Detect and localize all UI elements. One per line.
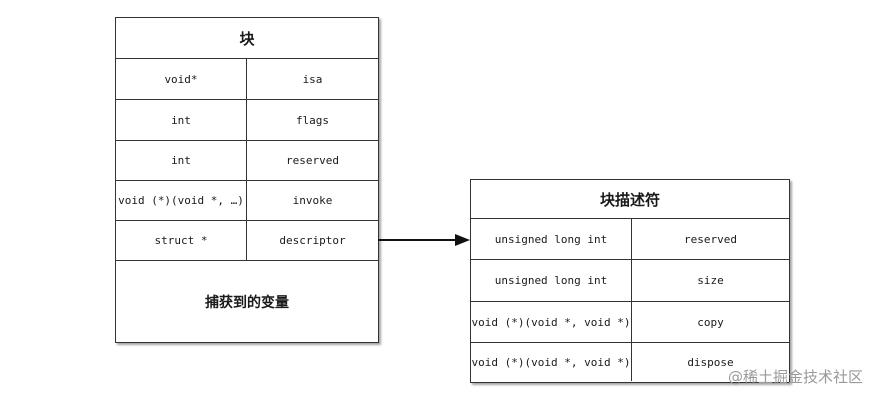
field-name: copy (697, 315, 724, 329)
arrow-head (455, 234, 470, 246)
field-name: isa (302, 72, 323, 86)
field-type: unsigned long int (471, 219, 632, 259)
field-type: void (*)(void *, void *) (471, 343, 632, 381)
field-type: struct * (116, 221, 247, 260)
field-name: dispose (687, 355, 734, 369)
descriptor-title: 块描述符 (471, 180, 789, 219)
field-name: flags (295, 113, 330, 127)
field-type: unsigned long int (471, 260, 632, 301)
block-field-row: int flags (116, 100, 378, 141)
block-struct-box: 块 void* isa int flags int reserved void … (115, 17, 379, 343)
block-field-row: void (*)(void *, …) invoke (116, 181, 378, 221)
block-field-row: struct * descriptor (116, 221, 378, 261)
block-title: 块 (116, 18, 378, 59)
field-type: int (116, 141, 247, 180)
block-descriptor-box: 块描述符 unsigned long int reserved unsigned… (470, 179, 790, 383)
block-field-row: int reserved (116, 141, 378, 181)
block-field-row: void* isa (116, 59, 378, 100)
field-name: reserved (684, 232, 737, 246)
descriptor-field-row: void (*)(void *, void *) copy (471, 302, 789, 343)
field-name: reserved (286, 154, 339, 167)
field-name: descriptor (279, 234, 346, 247)
field-name: invoke (292, 194, 333, 207)
field-type: void (*)(void *, void *) (471, 302, 632, 342)
field-name: size (697, 274, 724, 287)
field-type: void (*)(void *, …) (116, 181, 247, 220)
field-type: void* (116, 59, 247, 99)
captured-variables-label: 捕获到的变量 (205, 294, 289, 311)
watermark: @稀土掘金技术社区 (727, 368, 863, 386)
descriptor-field-row: void (*)(void *, void *) dispose (471, 343, 789, 381)
descriptor-field-row: unsigned long int size (471, 260, 789, 302)
field-type: int (116, 100, 247, 140)
descriptor-field-row: unsigned long int reserved (471, 219, 789, 260)
